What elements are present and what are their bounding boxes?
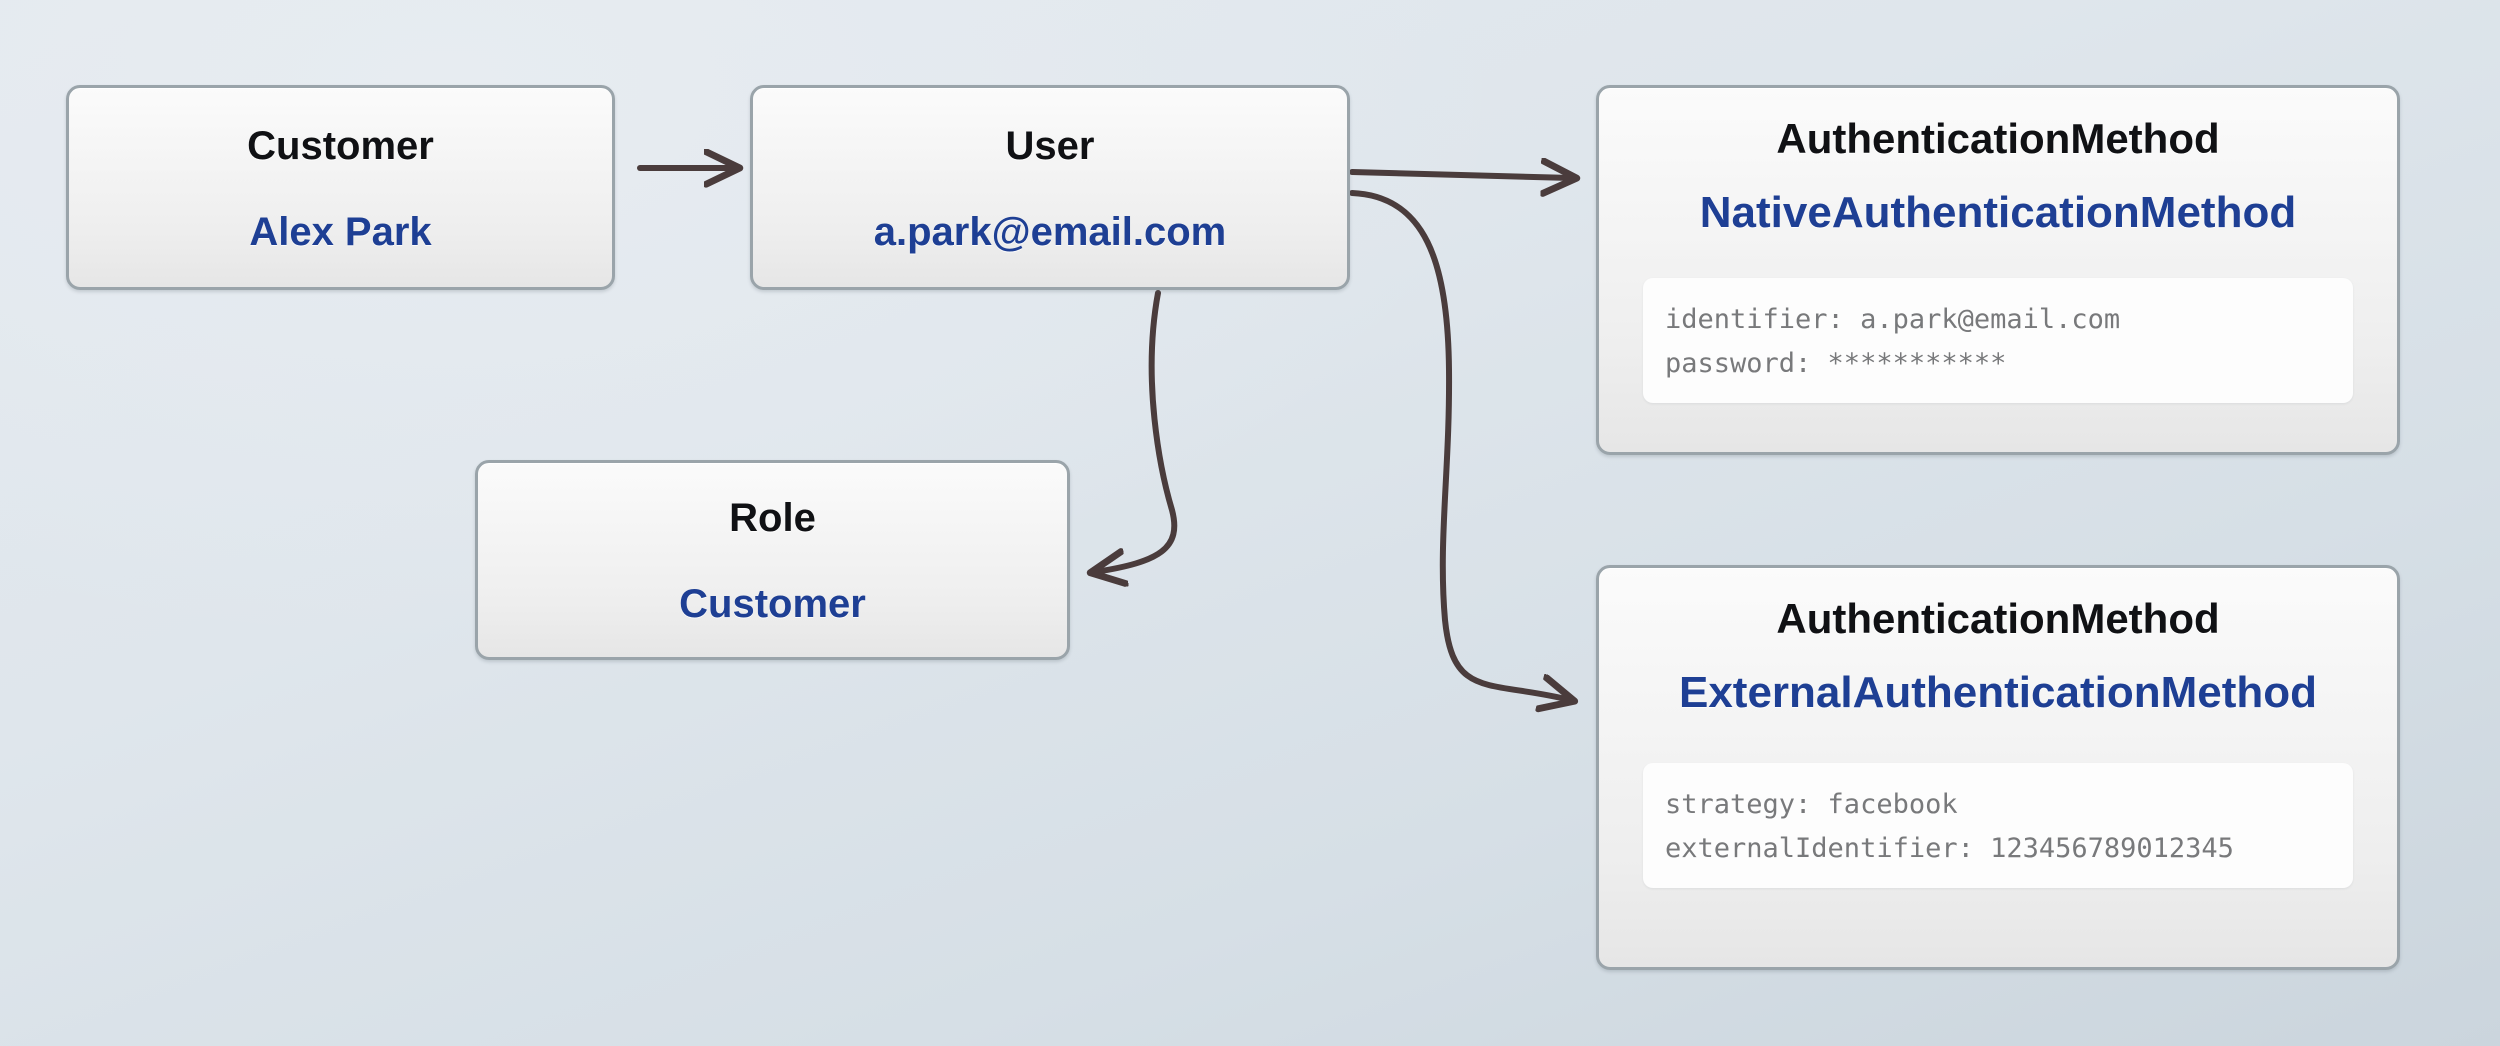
entity-card-external-authentication-method[interactable]: AuthenticationMethod ExternalAuthenticat…: [1596, 565, 2400, 970]
property-list: identifier: a.park@email.com password: *…: [1643, 278, 2353, 403]
property-row: password: ***********: [1665, 348, 2007, 379]
connector-user-to-external-auth: [1349, 190, 1570, 700]
entity-value-label: Alex Park: [249, 210, 432, 254]
entity-type-label: User: [1005, 124, 1095, 168]
entity-type-label: AuthenticationMethod: [1776, 595, 2220, 642]
entity-value-label: ExternalAuthenticationMethod: [1678, 668, 2318, 717]
connector-user-to-native-auth: [1349, 172, 1572, 178]
entity-value-label: Customer: [679, 582, 866, 626]
entity-value-label: NativeAuthenticationMethod: [1699, 188, 2297, 237]
property-list: strategy: facebook externalIdentifier: 1…: [1643, 763, 2353, 888]
entity-value-label: a.park@email.com: [873, 210, 1227, 254]
entity-card-customer[interactable]: Customer Alex Park: [66, 85, 615, 290]
property-row: externalIdentifier: 123456789012345: [1665, 833, 2234, 864]
property-row: identifier: a.park@email.com: [1665, 304, 2121, 335]
entity-card-role[interactable]: Role Customer: [475, 460, 1070, 660]
property-row: strategy: facebook: [1665, 789, 1958, 820]
connector-user-to-role: [1095, 290, 1178, 572]
entity-type-label: AuthenticationMethod: [1776, 115, 2220, 162]
entity-type-label: Customer: [247, 124, 434, 168]
entity-card-user[interactable]: User a.park@email.com: [750, 85, 1350, 290]
entity-type-label: Role: [729, 496, 816, 540]
entity-card-native-authentication-method[interactable]: AuthenticationMethod NativeAuthenticatio…: [1596, 85, 2400, 455]
